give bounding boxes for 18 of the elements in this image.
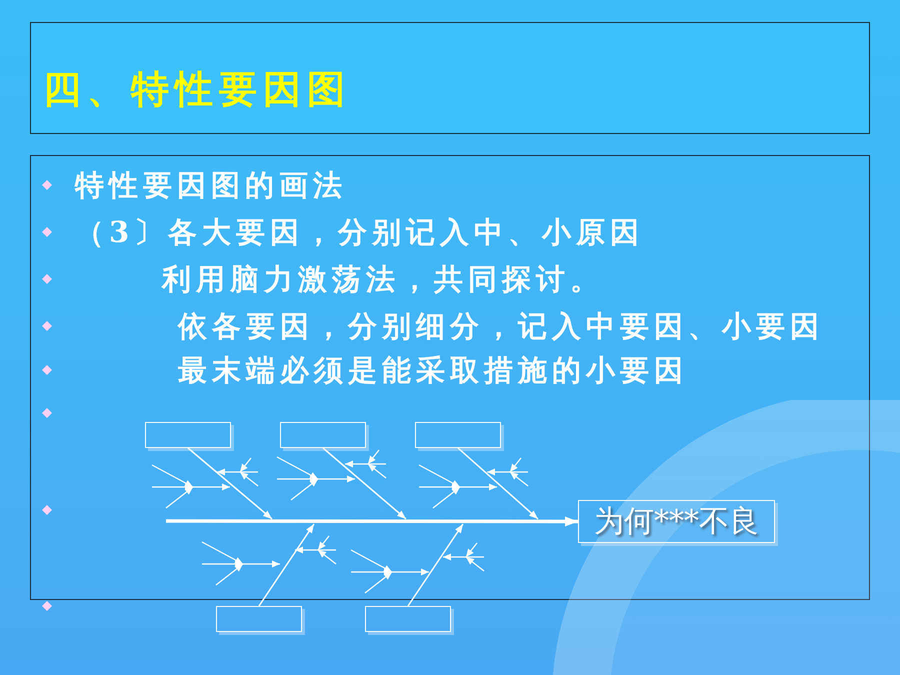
- bullet-text: （3〕各大要因，分别记入中、小原因: [75, 218, 644, 246]
- arrow: [166, 516, 578, 526]
- bullet-text: 利用脑力激荡法，共同探讨。: [162, 264, 604, 294]
- empty-box: [280, 422, 366, 448]
- empty-box: [415, 422, 501, 448]
- slide-title: 四、特性要因图: [43, 70, 351, 108]
- empty-box: [365, 606, 451, 632]
- bullet-text: 依各要因，分别细分，记入中要因、小要因: [178, 312, 824, 340]
- arrow: [188, 447, 272, 520]
- arrow: [322, 447, 406, 520]
- bullet-text: 最末端必须是能采取措施的小要因: [178, 356, 688, 384]
- effect-box: 为何***不良: [578, 500, 775, 543]
- empty-box: [145, 422, 231, 448]
- bullet-text: 特性要因图的画法: [75, 170, 347, 200]
- empty-box: [216, 606, 302, 632]
- arrow: [407, 524, 464, 606]
- arrow: [458, 447, 538, 520]
- arrow: [258, 524, 315, 606]
